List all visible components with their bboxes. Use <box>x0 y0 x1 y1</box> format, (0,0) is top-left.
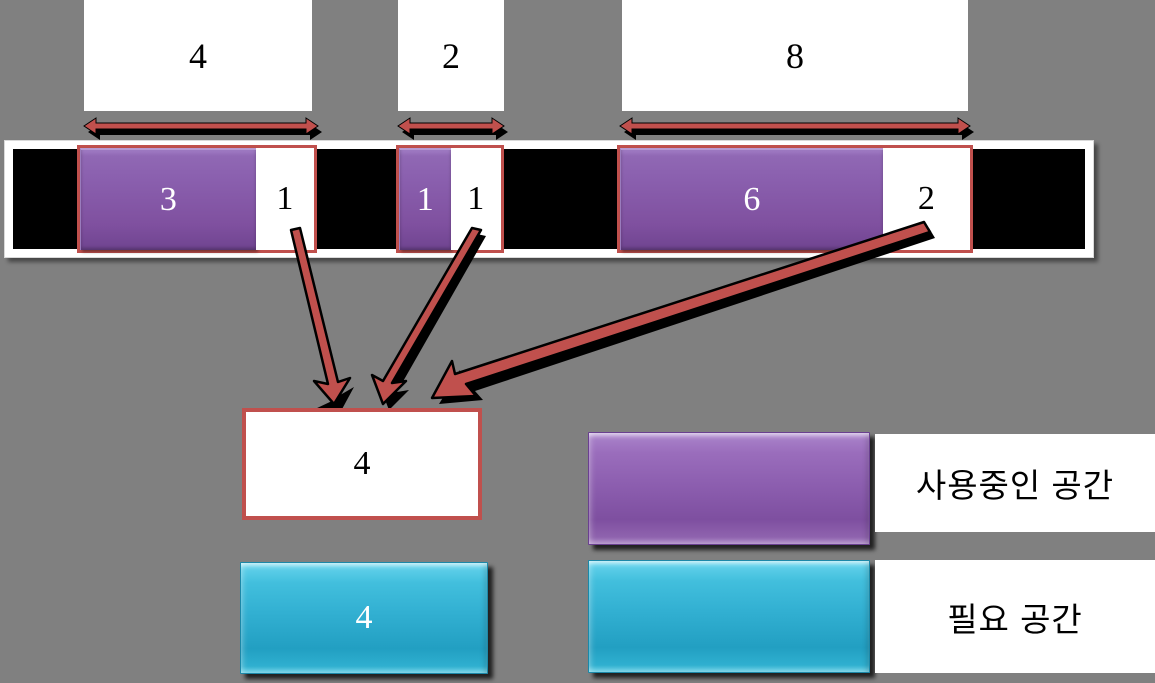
free-block-1-label: 1 <box>276 180 294 217</box>
legend-swatch-used <box>588 432 870 545</box>
needed-space-chip-label: 4 <box>355 599 373 636</box>
free-block-3-label: 2 <box>917 180 935 217</box>
free-block-1: 1 <box>255 148 314 250</box>
free-block-2: 1 <box>450 148 501 250</box>
callout-box-3: 8 <box>622 0 968 111</box>
legend-label-used: 사용중인 공간 <box>875 434 1155 532</box>
free-block-2-label: 1 <box>467 180 485 217</box>
legend-label-needed-text: 필요 공간 <box>947 600 1083 638</box>
needed-space-chip: 4 <box>240 562 488 674</box>
legend-label-used-text: 사용중인 공간 <box>915 467 1115 504</box>
legend-swatch-needed <box>588 560 870 673</box>
callout-box-1: 4 <box>84 0 312 111</box>
legend-label-needed: 필요 공간 <box>875 560 1155 673</box>
callout-label-2: 2 <box>442 35 460 76</box>
callout-box-2: 2 <box>398 0 504 111</box>
sum-result-label: 4 <box>353 445 371 482</box>
free-block-3: 2 <box>882 148 970 250</box>
dimension-arrow-3 <box>619 117 974 140</box>
sum-result-box: 4 <box>242 408 482 520</box>
used-block-1: 3 <box>80 148 256 250</box>
callout-label-3: 8 <box>786 35 804 76</box>
used-block-3: 6 <box>620 148 883 250</box>
used-block-1-label: 3 <box>159 181 177 218</box>
used-block-2-label: 1 <box>416 181 434 218</box>
callout-label-1: 4 <box>189 35 207 76</box>
dimension-arrow-2 <box>397 117 508 140</box>
used-block-3-label: 6 <box>743 181 761 218</box>
memory-group-3: 6 2 <box>617 145 973 253</box>
memory-group-2: 1 1 <box>396 145 504 253</box>
used-block-2: 1 <box>399 148 451 250</box>
dimension-arrows <box>83 117 974 140</box>
memory-group-1: 3 1 <box>77 145 317 253</box>
dimension-arrow-1 <box>83 117 322 140</box>
